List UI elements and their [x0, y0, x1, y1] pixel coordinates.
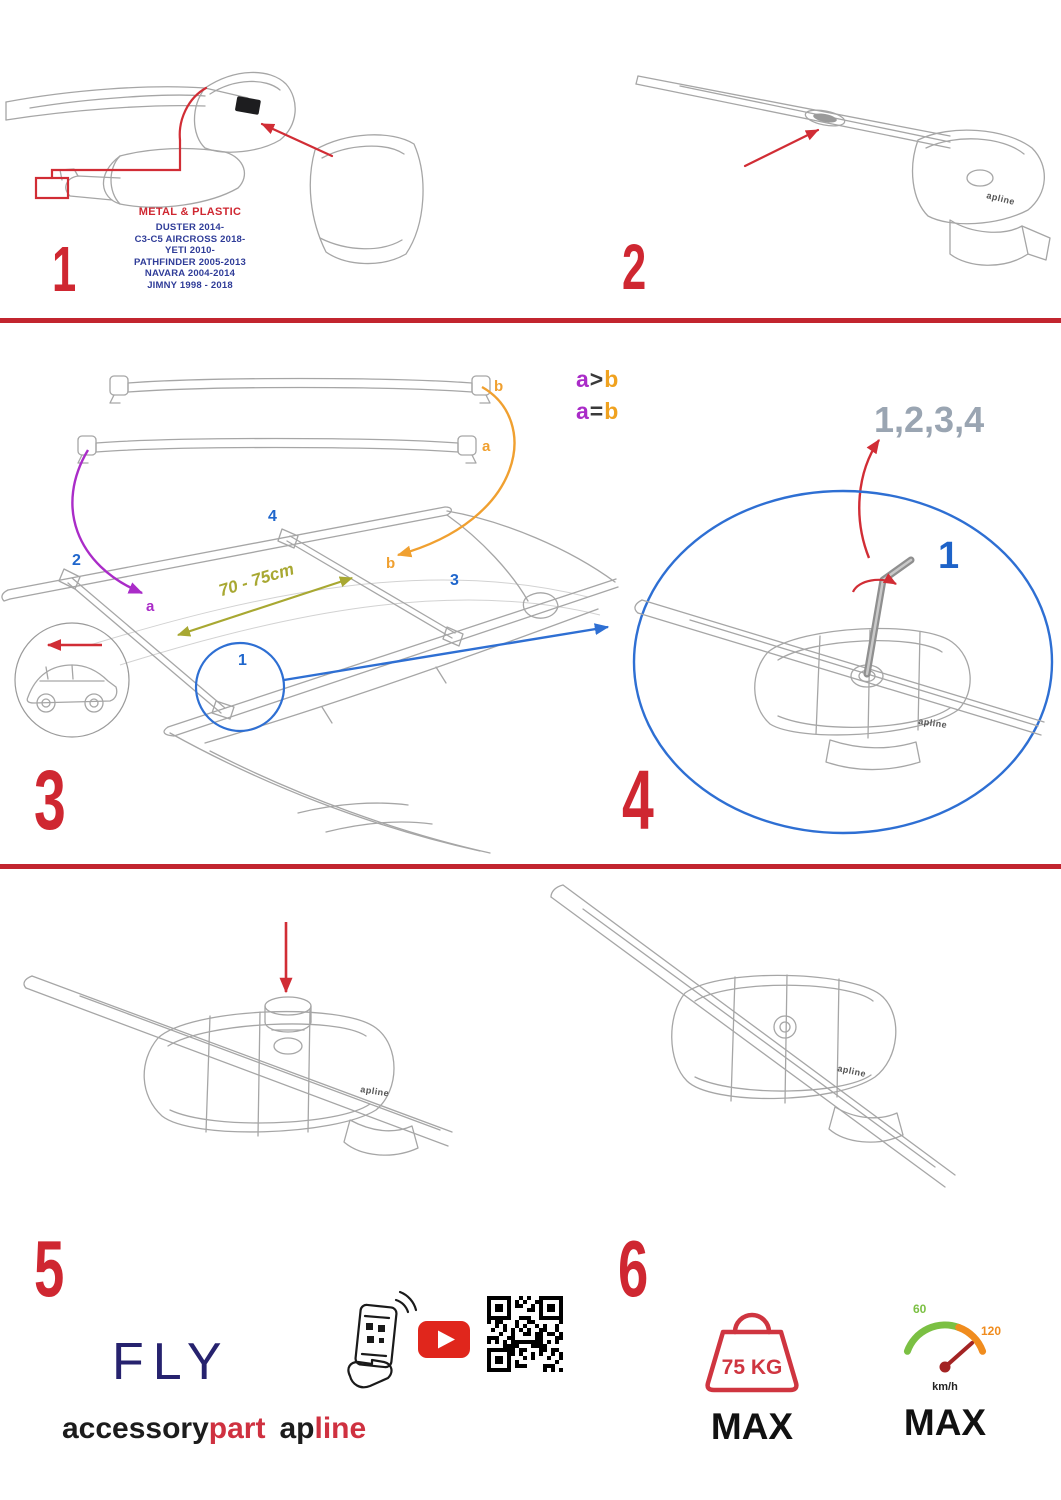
youtube-icon	[418, 1321, 470, 1358]
brand-line: line	[314, 1412, 367, 1445]
speedometer-icon: 60 120 km/h	[903, 1302, 1001, 1393]
section-divider	[0, 318, 1061, 323]
rule-op: >	[589, 366, 605, 392]
foot-detail-drawing	[634, 599, 1045, 771]
roof-a-label: a	[146, 598, 155, 615]
model-item: NAVARA 2004-2014	[144, 268, 236, 279]
rule-a-greater-b: a>b	[576, 366, 619, 393]
model-item: PATHFINDER 2005-2013	[134, 256, 246, 268]
step6-mounted-foot-illustration: apline	[550, 884, 956, 1188]
model-item: C3-C5 AIRCROSS 2018-	[134, 233, 246, 245]
step5-knob-press-illustration: apline	[23, 922, 453, 1156]
foot-logo-text: apline	[986, 190, 1017, 207]
step2-bar-insert-illustration: apline	[635, 75, 1051, 266]
max-weight-icon: 75 KG	[705, 1312, 799, 1393]
brand-accessory: accessory	[62, 1412, 209, 1445]
rule-op: =	[589, 398, 605, 424]
step4-tightening-illustration: 1,2,3,4 1 apline	[632, 399, 1054, 835]
bar-a-label: a	[482, 438, 491, 455]
logo-chip	[235, 96, 261, 115]
foot-logo-text: apline	[918, 716, 948, 730]
rule-b: b	[604, 398, 620, 424]
model-item: YETI 2010-	[164, 245, 216, 256]
position-4-label: 4	[268, 508, 277, 525]
position-2-label: 2	[72, 552, 81, 569]
first-position-label: 1	[938, 535, 959, 577]
speed-needle	[943, 1341, 974, 1369]
detail-zoom-ellipse	[632, 489, 1054, 835]
speed-unit-label: km/h	[932, 1381, 958, 1393]
position-3-label: 3	[450, 572, 459, 589]
sequence-pointer-arrow	[858, 439, 880, 559]
compatible-models-list: DUSTER 2014- C3-C5 AIRCROSS 2018- YETI 2…	[95, 222, 285, 291]
bar-slot	[813, 113, 837, 123]
car-direction-inset	[14, 622, 130, 738]
position-1-label: 1	[238, 652, 247, 669]
detail-highlight-circle	[194, 641, 286, 733]
material-label: METAL & PLASTIC	[138, 206, 242, 218]
model-item: JIMNY 1998 - 2018	[147, 279, 233, 291]
bar-end-drawing	[635, 75, 1051, 266]
brand-part: part	[208, 1412, 266, 1445]
foot-logo-text: apline	[360, 1084, 390, 1098]
bar-a-routing-arrow	[71, 449, 144, 595]
speed-high-label: 120	[981, 1324, 1001, 1338]
rule-a: a	[576, 366, 590, 392]
step1-foot-clamp-illustration	[5, 71, 424, 265]
foot-logo-text: apline	[837, 1063, 867, 1079]
step-6-number: 6	[618, 1224, 649, 1313]
step-4-number: 4	[622, 753, 654, 847]
speed-low-label: 60	[913, 1302, 927, 1316]
rotate-arrow	[851, 573, 897, 593]
brand-ap: ap	[279, 1412, 315, 1445]
section-divider	[0, 864, 1061, 869]
qr-code-icon	[487, 1296, 563, 1372]
crossbars-pair-drawing	[77, 375, 491, 464]
rule-a-equal-b: a=b	[576, 398, 619, 425]
weight-max-label: MAX	[710, 1406, 794, 1447]
foot-knob-drawing	[23, 975, 453, 1156]
step-2-number: 2	[622, 231, 647, 303]
distance-measure-arrow	[176, 576, 354, 637]
car-roof-drawing	[1, 506, 619, 854]
bar-b-label: b	[494, 378, 503, 395]
step-1-number: 1	[52, 233, 77, 305]
bar-b-routing-arrow	[396, 385, 516, 558]
step-5-number: 5	[34, 1224, 65, 1313]
rule-a: a	[576, 398, 590, 424]
step3-roof-placement-illustration: b a	[1, 375, 619, 854]
fly-wordmark: FLY	[112, 1333, 231, 1391]
step1-pointer-arrows	[34, 86, 334, 200]
step-3-number: 3	[34, 753, 66, 847]
step2-insert-arrow	[743, 128, 820, 168]
max-weight-value: 75 KG	[722, 1356, 783, 1379]
scan-phone-icon	[347, 1290, 418, 1389]
speed-max-label: MAX	[903, 1402, 987, 1443]
roof-b-label: b	[386, 555, 395, 572]
detail-link-arrow	[283, 623, 610, 682]
mounted-foot-drawing	[550, 884, 956, 1188]
rule-b: b	[604, 366, 620, 392]
tighten-sequence-label: 1,2,3,4	[874, 399, 984, 440]
model-item: DUSTER 2014-	[155, 222, 225, 233]
distance-label: 70 - 75cm	[217, 559, 297, 600]
